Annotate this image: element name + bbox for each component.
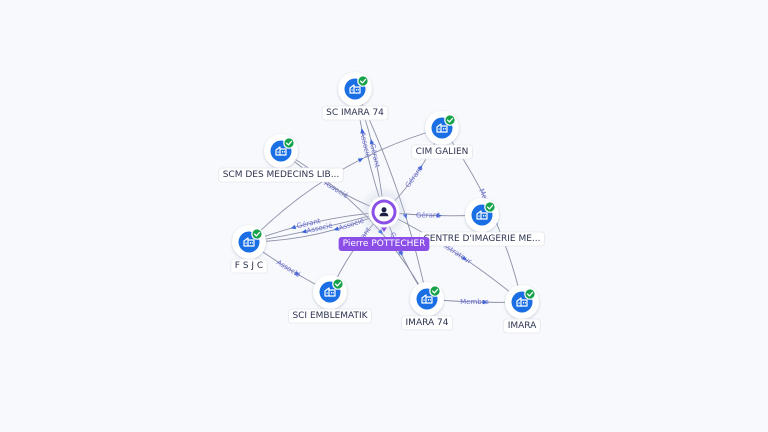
nodes-layer: SC IMARA 74 CIM GALIEN SCM DES MEDECINS LI…	[218, 72, 545, 334]
company-name: SCI EMBLEMATIK	[292, 311, 368, 321]
person-label: Pierre POTTECHER	[338, 237, 430, 251]
edge-arrow	[369, 138, 375, 145]
edge-label: Membre	[460, 298, 489, 306]
person-node[interactable]: Pierre POTTECHER	[338, 186, 430, 251]
edge-arrow	[357, 158, 364, 163]
company-name: SC IMARA 74	[326, 108, 384, 118]
company-label: SC IMARA 74	[321, 105, 389, 121]
company-label: IMARA	[503, 318, 541, 334]
verified-check-icon	[251, 228, 263, 240]
edge-arrow	[333, 226, 339, 231]
company-label: F S J C	[230, 258, 268, 274]
building-icon	[275, 146, 287, 156]
company-label: SCM DES MEDECINS LIB...	[218, 167, 344, 183]
verified-check-icon	[444, 114, 456, 126]
edge-label: Associé	[275, 258, 302, 279]
company-name: CIM GALIEN	[416, 147, 469, 157]
verified-check-icon	[357, 75, 369, 87]
building-icon	[476, 210, 488, 220]
verified-check-icon	[332, 278, 344, 290]
edge-arrow	[290, 224, 297, 230]
company-label: CIM GALIEN	[411, 144, 473, 160]
edge-arrow	[417, 165, 423, 171]
edge-arrow	[360, 128, 365, 134]
company-node-imara-74[interactable]: IMARA 74	[401, 282, 453, 331]
company-name: CENTRE D'IMAGERIE ME...	[424, 234, 541, 244]
company-node-scm-des-medecins[interactable]: SCM DES MEDECINS LIB...	[218, 134, 344, 183]
company-node-sc-imara-74[interactable]: SC IMARA 74	[321, 72, 389, 121]
company-node-cim-galien[interactable]: CIM GALIEN	[411, 111, 473, 160]
edge-arrow	[301, 229, 307, 234]
building-icon	[421, 294, 433, 304]
person-name: Pierre POTTECHER	[343, 239, 426, 249]
building-icon	[436, 123, 448, 133]
company-label: SCI EMBLEMATIK	[288, 308, 372, 324]
person-icon	[379, 207, 389, 217]
verified-check-icon	[429, 285, 441, 297]
company-node-centre-imagerie[interactable]: CENTRE D'IMAGERIE ME...	[419, 198, 545, 247]
company-name: IMARA 74	[406, 318, 449, 328]
edge-arrow	[461, 255, 468, 261]
edge-arrow	[398, 250, 403, 257]
verified-check-icon	[524, 288, 536, 300]
company-node-fsjc[interactable]: F S J C	[230, 225, 268, 274]
company-node-sci-emblematik[interactable]: SCI EMBLEMATIK	[288, 275, 372, 324]
building-icon	[349, 84, 361, 94]
verified-check-icon	[484, 201, 496, 213]
building-icon	[516, 297, 528, 307]
company-name: IMARA	[508, 321, 537, 331]
building-icon	[243, 237, 255, 247]
edge-label: Gérant	[416, 211, 440, 219]
edge-arrow	[436, 213, 442, 218]
company-node-imara[interactable]: IMARA	[503, 285, 541, 334]
company-name: F S J C	[235, 261, 263, 271]
edge-arrow	[482, 300, 489, 305]
company-name: SCM DES MEDECINS LIB...	[223, 170, 340, 180]
company-label: IMARA 74	[401, 315, 453, 331]
building-icon	[324, 287, 336, 297]
verified-check-icon	[283, 137, 295, 149]
edge-label: Gérant	[404, 165, 425, 189]
company-label: CENTRE D'IMAGERIE ME...	[419, 231, 545, 247]
edge-arrow	[294, 271, 301, 276]
